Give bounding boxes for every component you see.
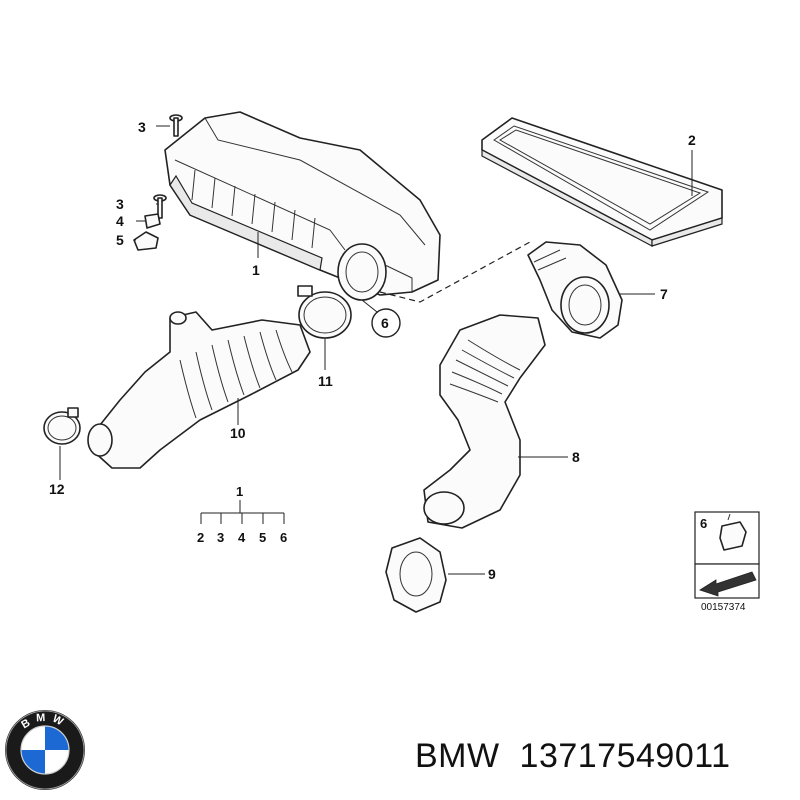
footer-brand: BMW: [415, 737, 500, 775]
air-filter-element: [481, 117, 723, 247]
legend-child-6: 6: [280, 530, 287, 545]
callout-7: 7: [660, 286, 668, 302]
legend-child-2: 2: [197, 530, 204, 545]
logo-quadrant-bottom-left: [21, 750, 45, 774]
callout-11: 11: [318, 373, 333, 389]
screw-top: [169, 114, 183, 137]
callout-labels: 3 2 3 4 5 1 6 7 11 10 8 12 9: [49, 119, 696, 582]
clip-icon: [719, 521, 747, 551]
footer-caption: BMW 13717549011: [415, 737, 795, 787]
callout-9: 9: [488, 566, 496, 582]
callout-6: 6: [381, 315, 389, 331]
callout-4: 4: [116, 213, 124, 229]
legend-child-5: 5: [259, 530, 266, 545]
hose-clamp-12: [43, 407, 81, 445]
legend-parent: 1: [236, 484, 243, 499]
rubber-grommet: [133, 231, 159, 251]
inset-part-number: 6: [700, 516, 707, 531]
legend-child-4: 4: [238, 530, 246, 545]
leader-lines: [59, 125, 693, 575]
callout-5: 5: [116, 232, 124, 248]
intake-elbow: [527, 241, 623, 339]
connection-dashed-line: [379, 241, 531, 303]
hose-clamp-11: [297, 285, 352, 339]
legend-child-3: 3: [217, 530, 224, 545]
footer-part-number: 13717549011: [519, 737, 731, 775]
callout-1-top: 1: [252, 262, 260, 278]
callout-8: 8: [572, 449, 580, 465]
callout-6-circle: [371, 308, 401, 338]
callout-3-top: 3: [138, 119, 146, 135]
assembly-legend: 1 2 3 4 5 6: [197, 484, 287, 545]
intake-bellows: [87, 311, 311, 469]
callout-12: 12: [49, 481, 65, 497]
screw-mid: [153, 194, 167, 219]
callout-3-mid: 3: [116, 196, 124, 212]
intake-silencer-housing: [164, 111, 441, 301]
washer: [144, 213, 161, 229]
duct-hose: [423, 314, 546, 529]
flange-adapter: [385, 537, 447, 613]
bmw-logo: BMW: [5, 710, 85, 790]
arrow-icon: [699, 571, 757, 597]
logo-quadrant-top-right: [45, 726, 69, 750]
callout-2: 2: [688, 132, 696, 148]
detail-inset: 6 00157374: [694, 511, 760, 613]
diagram-code: 00157374: [701, 602, 746, 613]
callout-10: 10: [230, 425, 246, 441]
